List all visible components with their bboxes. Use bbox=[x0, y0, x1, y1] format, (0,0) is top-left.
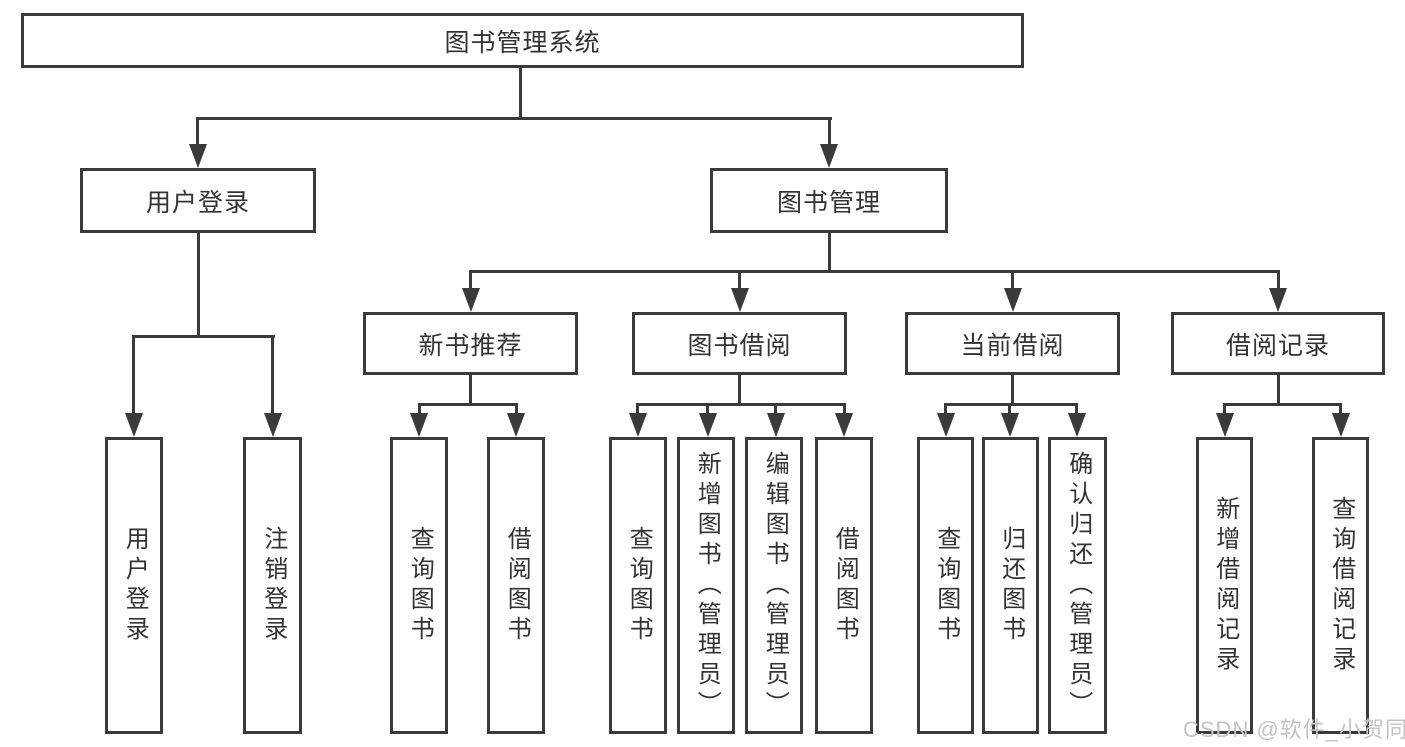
leaf-label: 新增借阅记录 bbox=[1211, 495, 1239, 676]
connector-line bbox=[196, 117, 199, 147]
node-label: 图书借阅 bbox=[687, 331, 792, 360]
connector-line bbox=[944, 403, 947, 416]
node-label: 图书管理 bbox=[776, 188, 881, 217]
arrow-down-icon bbox=[189, 144, 207, 168]
leaf-add-borrow-record: 新增借阅记录 bbox=[1196, 437, 1253, 734]
leaf-label: 查询图书 bbox=[406, 525, 434, 646]
leaf-label: 查询借阅记录 bbox=[1327, 495, 1355, 676]
node-borrowing-records: 借阅记录 bbox=[1171, 312, 1385, 375]
leaf-label: 归还图书 bbox=[997, 525, 1025, 646]
connector-line bbox=[1223, 403, 1226, 416]
leaf-label: 注销登录 bbox=[259, 525, 287, 646]
leaf-label: 查询图书 bbox=[932, 525, 960, 646]
leaf-query-books-borrow: 查询图书 bbox=[609, 437, 667, 734]
connector-line bbox=[469, 270, 472, 290]
arrow-down-icon bbox=[1332, 413, 1350, 437]
node-label: 用户登录 bbox=[145, 188, 250, 217]
leaf-query-books-newbook: 查询图书 bbox=[390, 437, 448, 734]
leaf-label: 编辑图书（管理员） bbox=[761, 450, 789, 721]
node-book-borrowing: 图书借阅 bbox=[632, 312, 847, 375]
arrow-down-icon bbox=[937, 413, 955, 437]
leaf-label: 借阅图书 bbox=[831, 525, 859, 646]
connector-line bbox=[1011, 375, 1014, 406]
connector-line bbox=[418, 403, 518, 406]
connector-line bbox=[774, 403, 777, 416]
connector-line bbox=[1339, 403, 1342, 416]
connector-line bbox=[944, 403, 1078, 406]
node-label: 新书推荐 bbox=[418, 331, 523, 360]
arrow-down-icon bbox=[125, 413, 143, 437]
arrow-down-icon bbox=[699, 413, 717, 437]
node-library-management-system: 图书管理系统 bbox=[21, 13, 1024, 68]
leaf-query-borrow-record: 查询借阅记录 bbox=[1312, 437, 1369, 734]
connector-line bbox=[418, 403, 421, 416]
connector-line bbox=[1008, 403, 1011, 416]
leaf-query-books-current: 查询图书 bbox=[917, 437, 974, 734]
node-label: 当前借阅 bbox=[960, 331, 1065, 360]
node-new-book-recommendation: 新书推荐 bbox=[363, 312, 578, 375]
leaf-add-book-admin: 新增图书（管理员） bbox=[677, 437, 735, 734]
node-user-login: 用户登录 bbox=[80, 168, 316, 233]
connector-line bbox=[271, 335, 274, 415]
connector-line bbox=[828, 233, 831, 272]
leaf-label: 查询图书 bbox=[625, 525, 653, 646]
node-current-borrowing: 当前借阅 bbox=[905, 312, 1120, 375]
leaf-borrow-books-borrow: 借阅图书 bbox=[815, 437, 873, 734]
node-label: 图书管理系统 bbox=[444, 28, 601, 57]
arrow-down-icon bbox=[629, 413, 647, 437]
leaf-label: 用户登录 bbox=[121, 525, 149, 646]
connector-line bbox=[636, 403, 639, 416]
leaf-edit-book-admin: 编辑图书（管理员） bbox=[745, 437, 803, 734]
arrow-down-icon bbox=[1004, 288, 1022, 312]
connector-line bbox=[469, 270, 1280, 273]
node-book-management: 图书管理 bbox=[710, 168, 948, 233]
leaf-label: 借阅图书 bbox=[503, 525, 531, 646]
connector-line bbox=[843, 403, 846, 416]
node-label: 借阅记录 bbox=[1225, 331, 1330, 360]
connector-line bbox=[738, 270, 741, 290]
arrow-down-icon bbox=[462, 288, 480, 312]
leaf-return-book: 归还图书 bbox=[982, 437, 1039, 734]
connector-line bbox=[1277, 270, 1280, 290]
connector-line bbox=[469, 375, 472, 406]
connector-line bbox=[1075, 403, 1078, 416]
arrow-down-icon bbox=[507, 413, 525, 437]
connector-line bbox=[1277, 375, 1280, 406]
leaf-user-login: 用户登录 bbox=[105, 437, 163, 734]
connector-line bbox=[132, 335, 275, 338]
connector-line bbox=[706, 403, 709, 416]
arrow-down-icon bbox=[410, 413, 428, 437]
arrow-down-icon bbox=[264, 413, 282, 437]
arrow-down-icon bbox=[1216, 413, 1234, 437]
arrow-down-icon bbox=[820, 144, 838, 168]
connector-line bbox=[196, 117, 832, 120]
connector-line bbox=[132, 335, 135, 415]
arrow-down-icon bbox=[1269, 288, 1287, 312]
connector-line bbox=[636, 403, 845, 406]
connector-line bbox=[828, 117, 831, 147]
arrow-down-icon bbox=[1001, 413, 1019, 437]
leaf-logout: 注销登录 bbox=[243, 437, 302, 734]
connector-line bbox=[515, 403, 518, 416]
connector-line bbox=[738, 375, 741, 406]
arrow-down-icon bbox=[1068, 413, 1086, 437]
leaf-label: 新增图书（管理员） bbox=[693, 450, 721, 721]
arrow-down-icon bbox=[767, 413, 785, 437]
connector-line bbox=[519, 66, 522, 119]
leaf-confirm-return-admin: 确认归还（管理员） bbox=[1048, 437, 1107, 734]
connector-line bbox=[1011, 270, 1014, 290]
arrow-down-icon bbox=[731, 288, 749, 312]
leaf-label: 确认归还（管理员） bbox=[1064, 450, 1092, 721]
arrow-down-icon bbox=[835, 413, 853, 437]
connector-line bbox=[1223, 403, 1342, 406]
connector-line bbox=[197, 233, 200, 337]
leaf-borrow-books-newbook: 借阅图书 bbox=[487, 437, 545, 734]
csdn-watermark: CSDN @软件_小贺同学 bbox=[1183, 717, 1405, 742]
